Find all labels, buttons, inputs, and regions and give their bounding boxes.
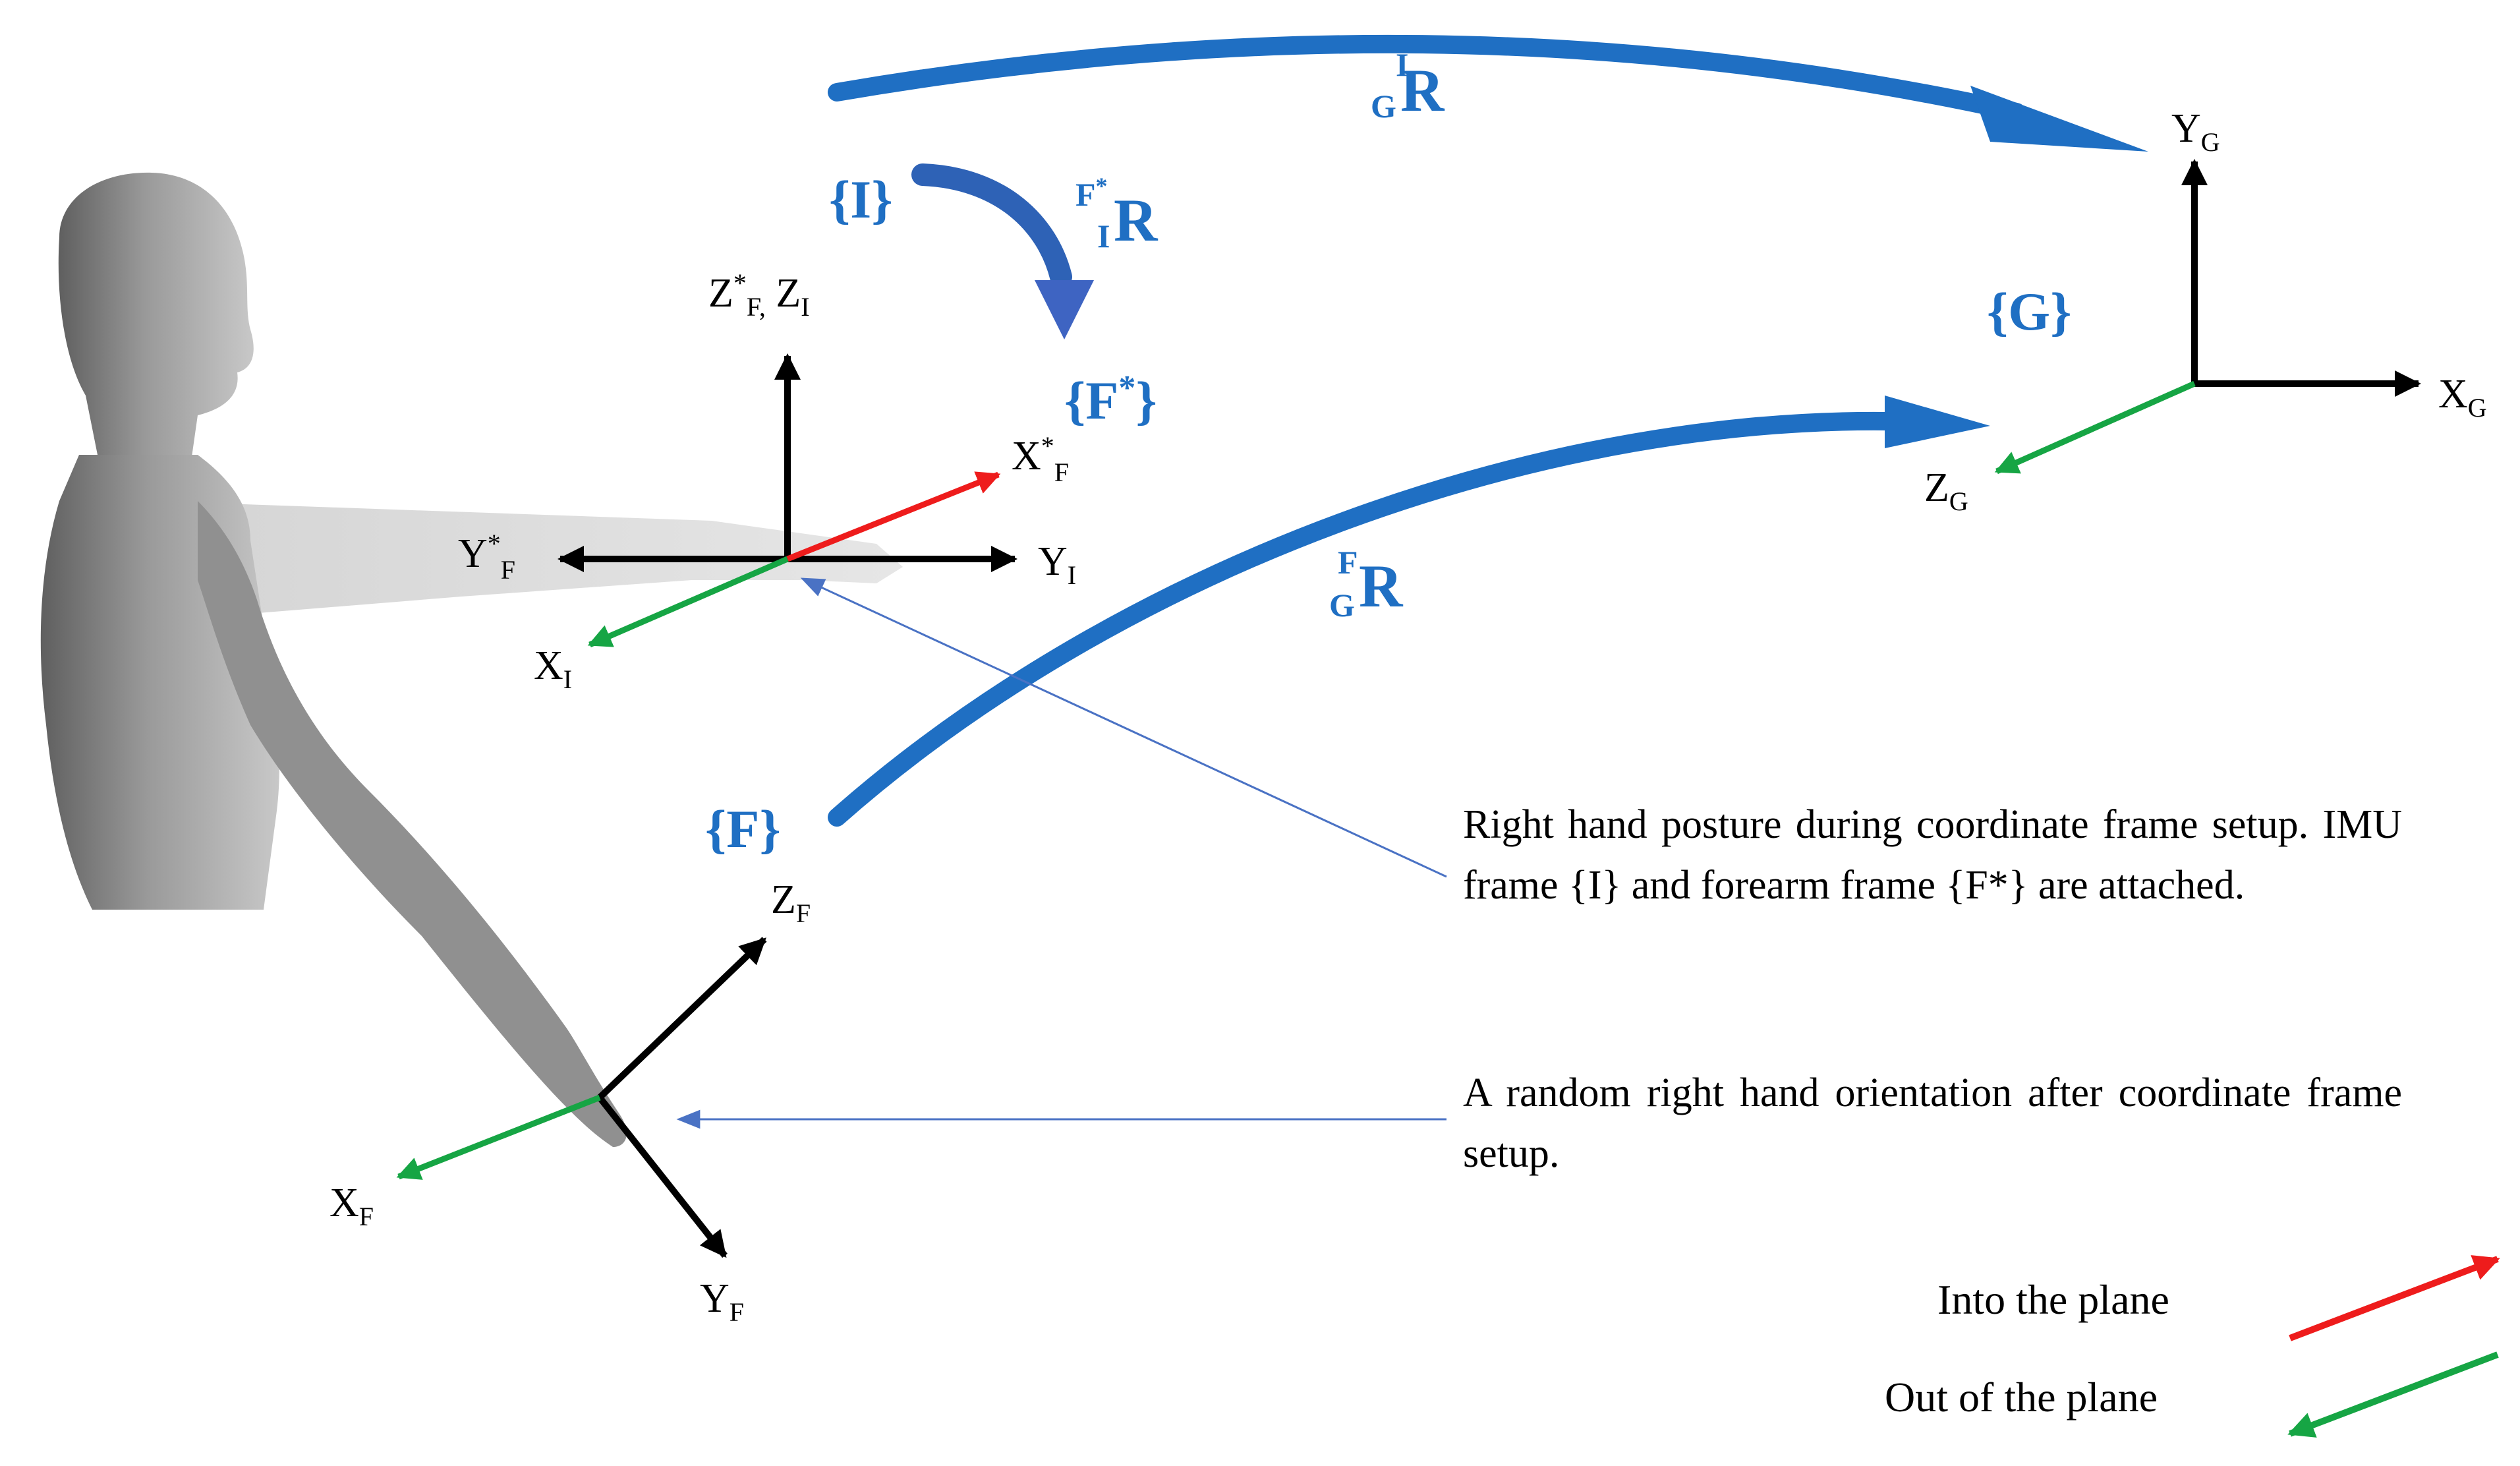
svg-text:F: F xyxy=(1338,544,1358,581)
axis-label-zf: ZF xyxy=(771,877,811,928)
legend-arrows xyxy=(2287,1255,2500,1438)
caption-setup: Right hand posture during coordinate fra… xyxy=(1463,802,2402,908)
legend-into-plane-arrow xyxy=(2289,1255,2500,1341)
frame-G-axes xyxy=(1994,159,2421,475)
raised-arm xyxy=(152,501,903,620)
frame-I-axes xyxy=(558,353,1017,648)
frame-label-G: {G} xyxy=(1987,281,2071,341)
axis-label-xf: XF xyxy=(329,1181,374,1231)
human-figure xyxy=(40,172,903,1147)
axis-z-g xyxy=(1994,380,2196,475)
svg-text:I: I xyxy=(1396,46,1408,83)
lowered-arm xyxy=(198,501,627,1147)
axis-x-f xyxy=(396,1094,601,1180)
head xyxy=(58,172,254,461)
axis-y-f xyxy=(597,1095,728,1258)
svg-text:G: G xyxy=(1371,88,1396,125)
frame-label-F-star: {F*} xyxy=(1064,369,1157,430)
axis-label-zf-star-zi: Z*F, ZI xyxy=(708,268,810,322)
axis-label-xi: XI xyxy=(534,643,572,694)
rotation-label-GIR: I G R xyxy=(1371,46,1445,125)
rotation-arrow-GIR xyxy=(828,34,2026,121)
legend-out-of-plane-arrow xyxy=(2287,1351,2499,1438)
frame-label-I: {I} xyxy=(829,169,893,229)
axis-label-zg: ZG xyxy=(1924,465,1968,516)
rotation-label-IFR: F* I R xyxy=(1075,173,1159,254)
caption-random: A random right hand orientation after co… xyxy=(1463,1070,2402,1176)
axis-label-yi: YI xyxy=(1038,539,1076,590)
legend-out-of-plane-label: Out of the plane xyxy=(1885,1374,2158,1421)
rotation-arrowhead-IFR xyxy=(1035,280,1094,339)
axis-label-xg: XG xyxy=(2438,372,2487,423)
frame-label-F: {F} xyxy=(705,799,781,859)
rotation-label-GFR: F G R xyxy=(1329,544,1404,624)
axis-label-xf-star: X*F xyxy=(1012,431,1069,487)
rotation-arrowhead-GIR xyxy=(1970,86,2148,152)
rotation-arrowhead-GFR xyxy=(1885,396,1990,448)
axis-label-yf: YF xyxy=(700,1276,744,1327)
axis-z-f xyxy=(597,937,767,1100)
rotation-arrow-GFR xyxy=(828,411,1927,827)
rotation-arrow-IFR xyxy=(911,163,1072,288)
svg-text:G: G xyxy=(1329,587,1355,624)
pointer-setup xyxy=(800,577,1447,878)
svg-text:I: I xyxy=(1097,218,1110,254)
svg-text:R: R xyxy=(1114,187,1159,254)
axis-x-i xyxy=(587,556,789,648)
frame-F-axes xyxy=(396,937,767,1258)
svg-text:R: R xyxy=(1400,57,1445,124)
axis-x-f-star xyxy=(786,471,1001,562)
rotation-arrows xyxy=(828,34,2148,827)
legend-into-plane-label: Into the plane xyxy=(1937,1276,2169,1323)
axis-label-yg: YG xyxy=(2171,106,2220,157)
axis-label-yf-star: Y*F xyxy=(458,529,515,585)
svg-text:R: R xyxy=(1359,552,1404,620)
caption-pointers xyxy=(676,577,1447,1129)
svg-text:F*: F* xyxy=(1075,173,1108,213)
